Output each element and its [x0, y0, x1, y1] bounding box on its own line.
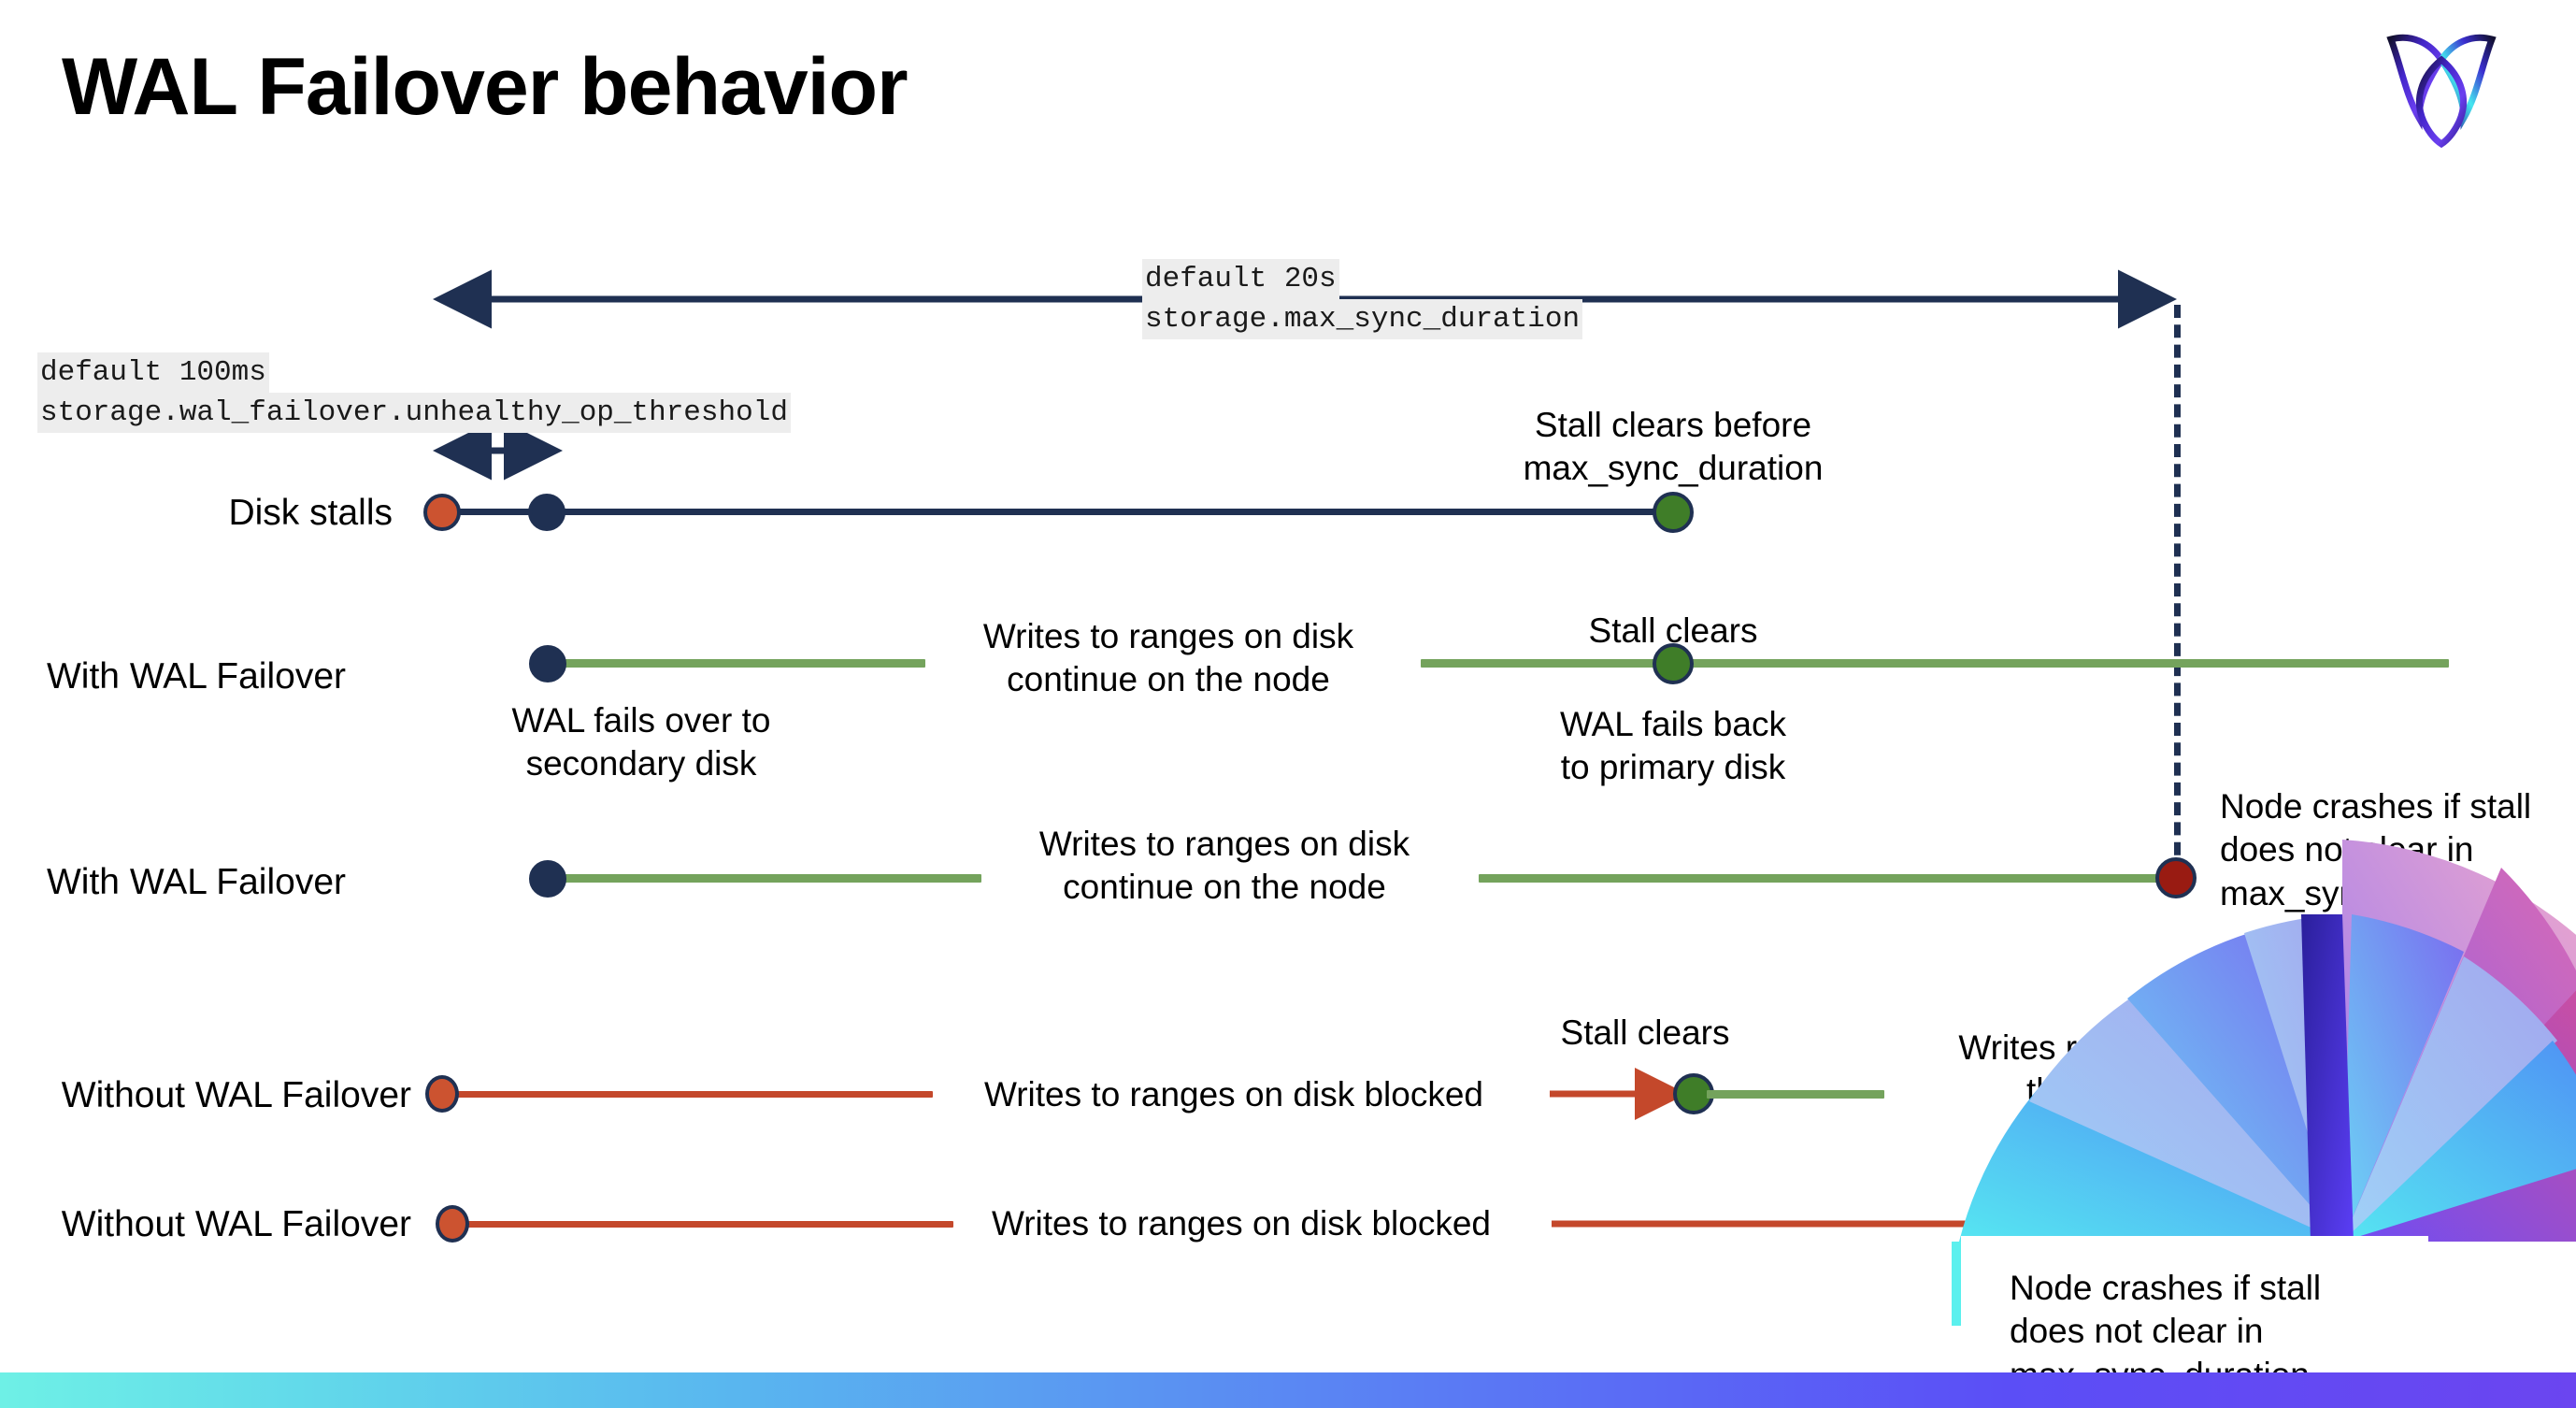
wal-failover-secondary-track-b: [1421, 659, 2449, 668]
wal-fails-back-label: WAL fails back to primary disk: [1560, 705, 1786, 787]
unhealthy-op-default: default 100ms: [37, 352, 269, 394]
writes-continue-label-2: Writes to ranges on disk continue on the…: [1038, 825, 1410, 907]
setting-unhealthy-op-threshold: default 100ms storage.wal_failover.unhea…: [37, 352, 791, 434]
wal-fails-over-label: WAL fails over to secondary disk: [511, 701, 771, 783]
wal-failover-start-dot-1: [529, 645, 566, 682]
disk-stalls-track: [439, 509, 1682, 515]
row-label-without-wal-failover-1: Without WAL Failover: [61, 1075, 411, 1115]
wal-failover-trigger-dot: [528, 494, 565, 531]
row-label-with-wal-failover-1: With WAL Failover: [47, 656, 346, 697]
writes-resumed-track-1: [1707, 1090, 1884, 1099]
writes-continue-label-1: Writes to ranges on disk continue on the…: [982, 617, 1354, 699]
max-sync-default: default 20s: [1142, 259, 1339, 300]
stall-clears-label-1: Stall clears: [1588, 611, 1758, 650]
blocked-writes-track-2: [458, 1221, 953, 1228]
setting-max-sync-duration: default 20s storage.max_sync_duration: [1142, 259, 1583, 340]
wal-failback-dot: [1653, 643, 1694, 684]
page-title: WAL Failover behavior: [62, 42, 909, 132]
wal-failover-secondary-track-a: [547, 659, 925, 668]
wal-failover-start-dot-2: [529, 860, 566, 898]
disk-stall-start-dot-3: [436, 1205, 469, 1243]
writes-blocked-label-1: Writes to ranges on disk blocked: [983, 1075, 1484, 1113]
max-sync-dashed-guide: [2174, 305, 2181, 875]
disk-stall-clear-dot: [1653, 492, 1694, 533]
writes-blocked-label-2: Writes to ranges on disk blocked: [991, 1204, 1492, 1243]
disk-stall-start-dot: [423, 494, 461, 531]
cockroachdb-logo-icon: [2385, 28, 2497, 149]
row-label-with-wal-failover-2: With WAL Failover: [47, 862, 346, 902]
bottom-gradient-bar: [0, 1372, 2576, 1408]
wal-failover-secondary-track-d: [1479, 874, 2170, 883]
max-sync-name: storage.max_sync_duration: [1142, 299, 1583, 340]
stall-clears-before-max-sync-label: Stall clears before max_sync_duration: [1523, 406, 1824, 488]
row-label-disk-stalls: Disk stalls: [228, 493, 393, 533]
wal-failover-secondary-track-c: [547, 874, 981, 883]
unhealthy-op-name: storage.wal_failover.unhealthy_op_thresh…: [37, 393, 791, 434]
stall-clears-label-2: Stall clears: [1560, 1013, 1730, 1052]
decorative-fan-graphic: [1940, 802, 2576, 1382]
blocked-writes-track-1: [447, 1091, 933, 1098]
row-label-without-wal-failover-2: Without WAL Failover: [61, 1204, 411, 1244]
disk-stall-start-dot-2: [425, 1075, 459, 1113]
node-crash-dot-1: [2155, 857, 2197, 898]
